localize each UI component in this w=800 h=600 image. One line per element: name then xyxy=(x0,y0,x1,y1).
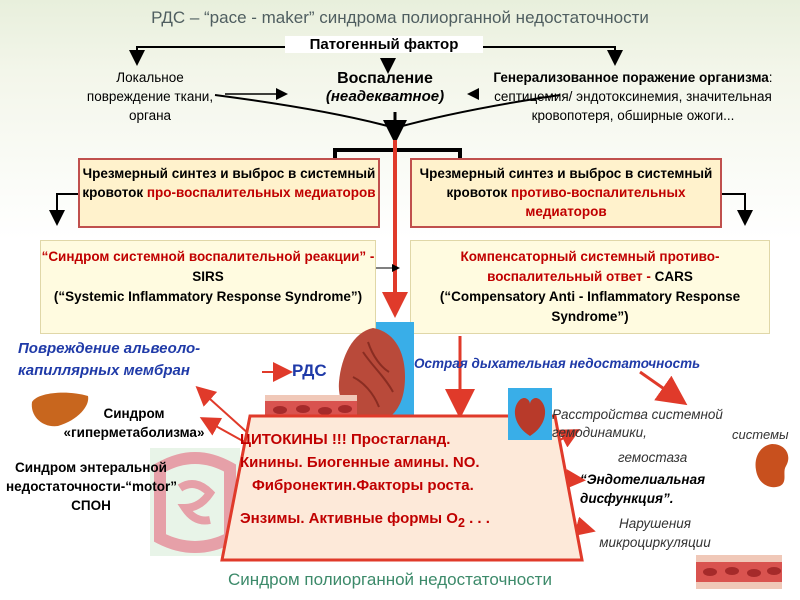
kidney-icon xyxy=(755,444,789,488)
rds-label: РДС xyxy=(292,361,327,380)
sirs-highlight: “Синдром системной воспалительной реакци… xyxy=(41,249,375,264)
cytokines-text: ЦИТОКИНЫ !!! Простагланд. Кинины. Биоген… xyxy=(240,428,570,535)
anti-box-highlight: противо-воспалительных медиаторов xyxy=(510,185,686,219)
alveolar-damage-label: Повреждение альвеоло-капиллярных мембран xyxy=(18,340,201,379)
generalized-title: Генерализованное поражение организма xyxy=(493,70,769,85)
trapezoid-line-2: Кинины. Биогенные амины. NO. xyxy=(240,454,480,471)
cars-english: (“Compensatory Anti - Inflammatory Respo… xyxy=(439,289,741,324)
trapezoid-line-4-sub: 2 xyxy=(457,516,465,530)
blood-vessel-bottom-icon xyxy=(696,555,782,589)
inflammation-sub: (неадекватное) xyxy=(325,88,445,105)
hemostasis-label: гемостаза xyxy=(618,450,688,465)
cars-box: Компенсаторный системный противо-воспали… xyxy=(410,240,770,334)
inflammation-block: Воспаление (неадекватное) xyxy=(295,70,475,105)
enteral-label: Синдром энтеральной недостаточности-“mot… xyxy=(6,460,177,513)
pathogenic-factor-label: Патогенный фактор xyxy=(285,36,483,53)
trapezoid-line-3: Фибронектин.Факторы роста. xyxy=(252,477,474,494)
generalized-damage-label: Генерализованное поражение организма: се… xyxy=(488,68,778,125)
trapezoid-line-4a: Энзимы. Активные формы О xyxy=(240,510,458,527)
local-damage-label: Локальное повреждение ткани, органа xyxy=(86,70,214,123)
cars-abbr: CARS xyxy=(654,269,693,284)
cytokines-trapezoid xyxy=(220,414,584,562)
pro-box-text: Чрезмерный синтез и выброс в системный к… xyxy=(82,166,376,200)
system-fragment-label: системы xyxy=(732,427,789,442)
inflammation-sub-text: неадекватное xyxy=(330,88,440,105)
inflammation-title: Воспаление xyxy=(337,70,433,87)
cars-highlight: Компенсаторный системный противо-воспали… xyxy=(460,249,720,284)
anti-inflammatory-box: Чрезмерный синтез и выброс в системный к… xyxy=(410,158,722,228)
pro-box-highlight: про-воспалительных медиаторов xyxy=(146,185,376,200)
page-title: РДС – “pace - maker” синдрома полиорганн… xyxy=(151,8,649,27)
heart-icon xyxy=(508,388,552,440)
trapezoid-line-1: ЦИТОКИНЫ !!! Простагланд. xyxy=(240,431,451,448)
liver-icon xyxy=(31,392,89,427)
sirs-english: (“Systemic Inflammatory Response Syndrom… xyxy=(53,289,363,304)
sirs-abbr: SIRS xyxy=(192,269,224,284)
hemodynamics-label: Расстройства системной гемодинамики, xyxy=(552,407,723,440)
generalized-detail: : септицемия/ эндотоксинемия, значительн… xyxy=(494,70,773,123)
anti-box-text: Чрезмерный синтез и выброс в системный к… xyxy=(419,166,713,200)
trapezoid-line-4: Энзимы. Активные формы О2 . . . xyxy=(240,507,570,535)
microcirculation-label: Нарушения микроциркуляции xyxy=(599,516,711,550)
footer-text: Синдром полиорганной недостаточности xyxy=(228,570,552,589)
acute-respiratory-label: Острая дыхательная недостаточность xyxy=(414,356,701,371)
pro-inflammatory-box: Чрезмерный синтез и выброс в системный к… xyxy=(78,158,380,228)
endothelial-label: “Эндотелиальная дисфункция”. xyxy=(580,472,706,506)
sirs-box: “Синдром системной воспалительной реакци… xyxy=(40,240,376,334)
hypermetabolism-label: Синдром «гиперметаболизма» xyxy=(63,406,205,440)
trapezoid-line-4b: . . . xyxy=(464,510,490,527)
